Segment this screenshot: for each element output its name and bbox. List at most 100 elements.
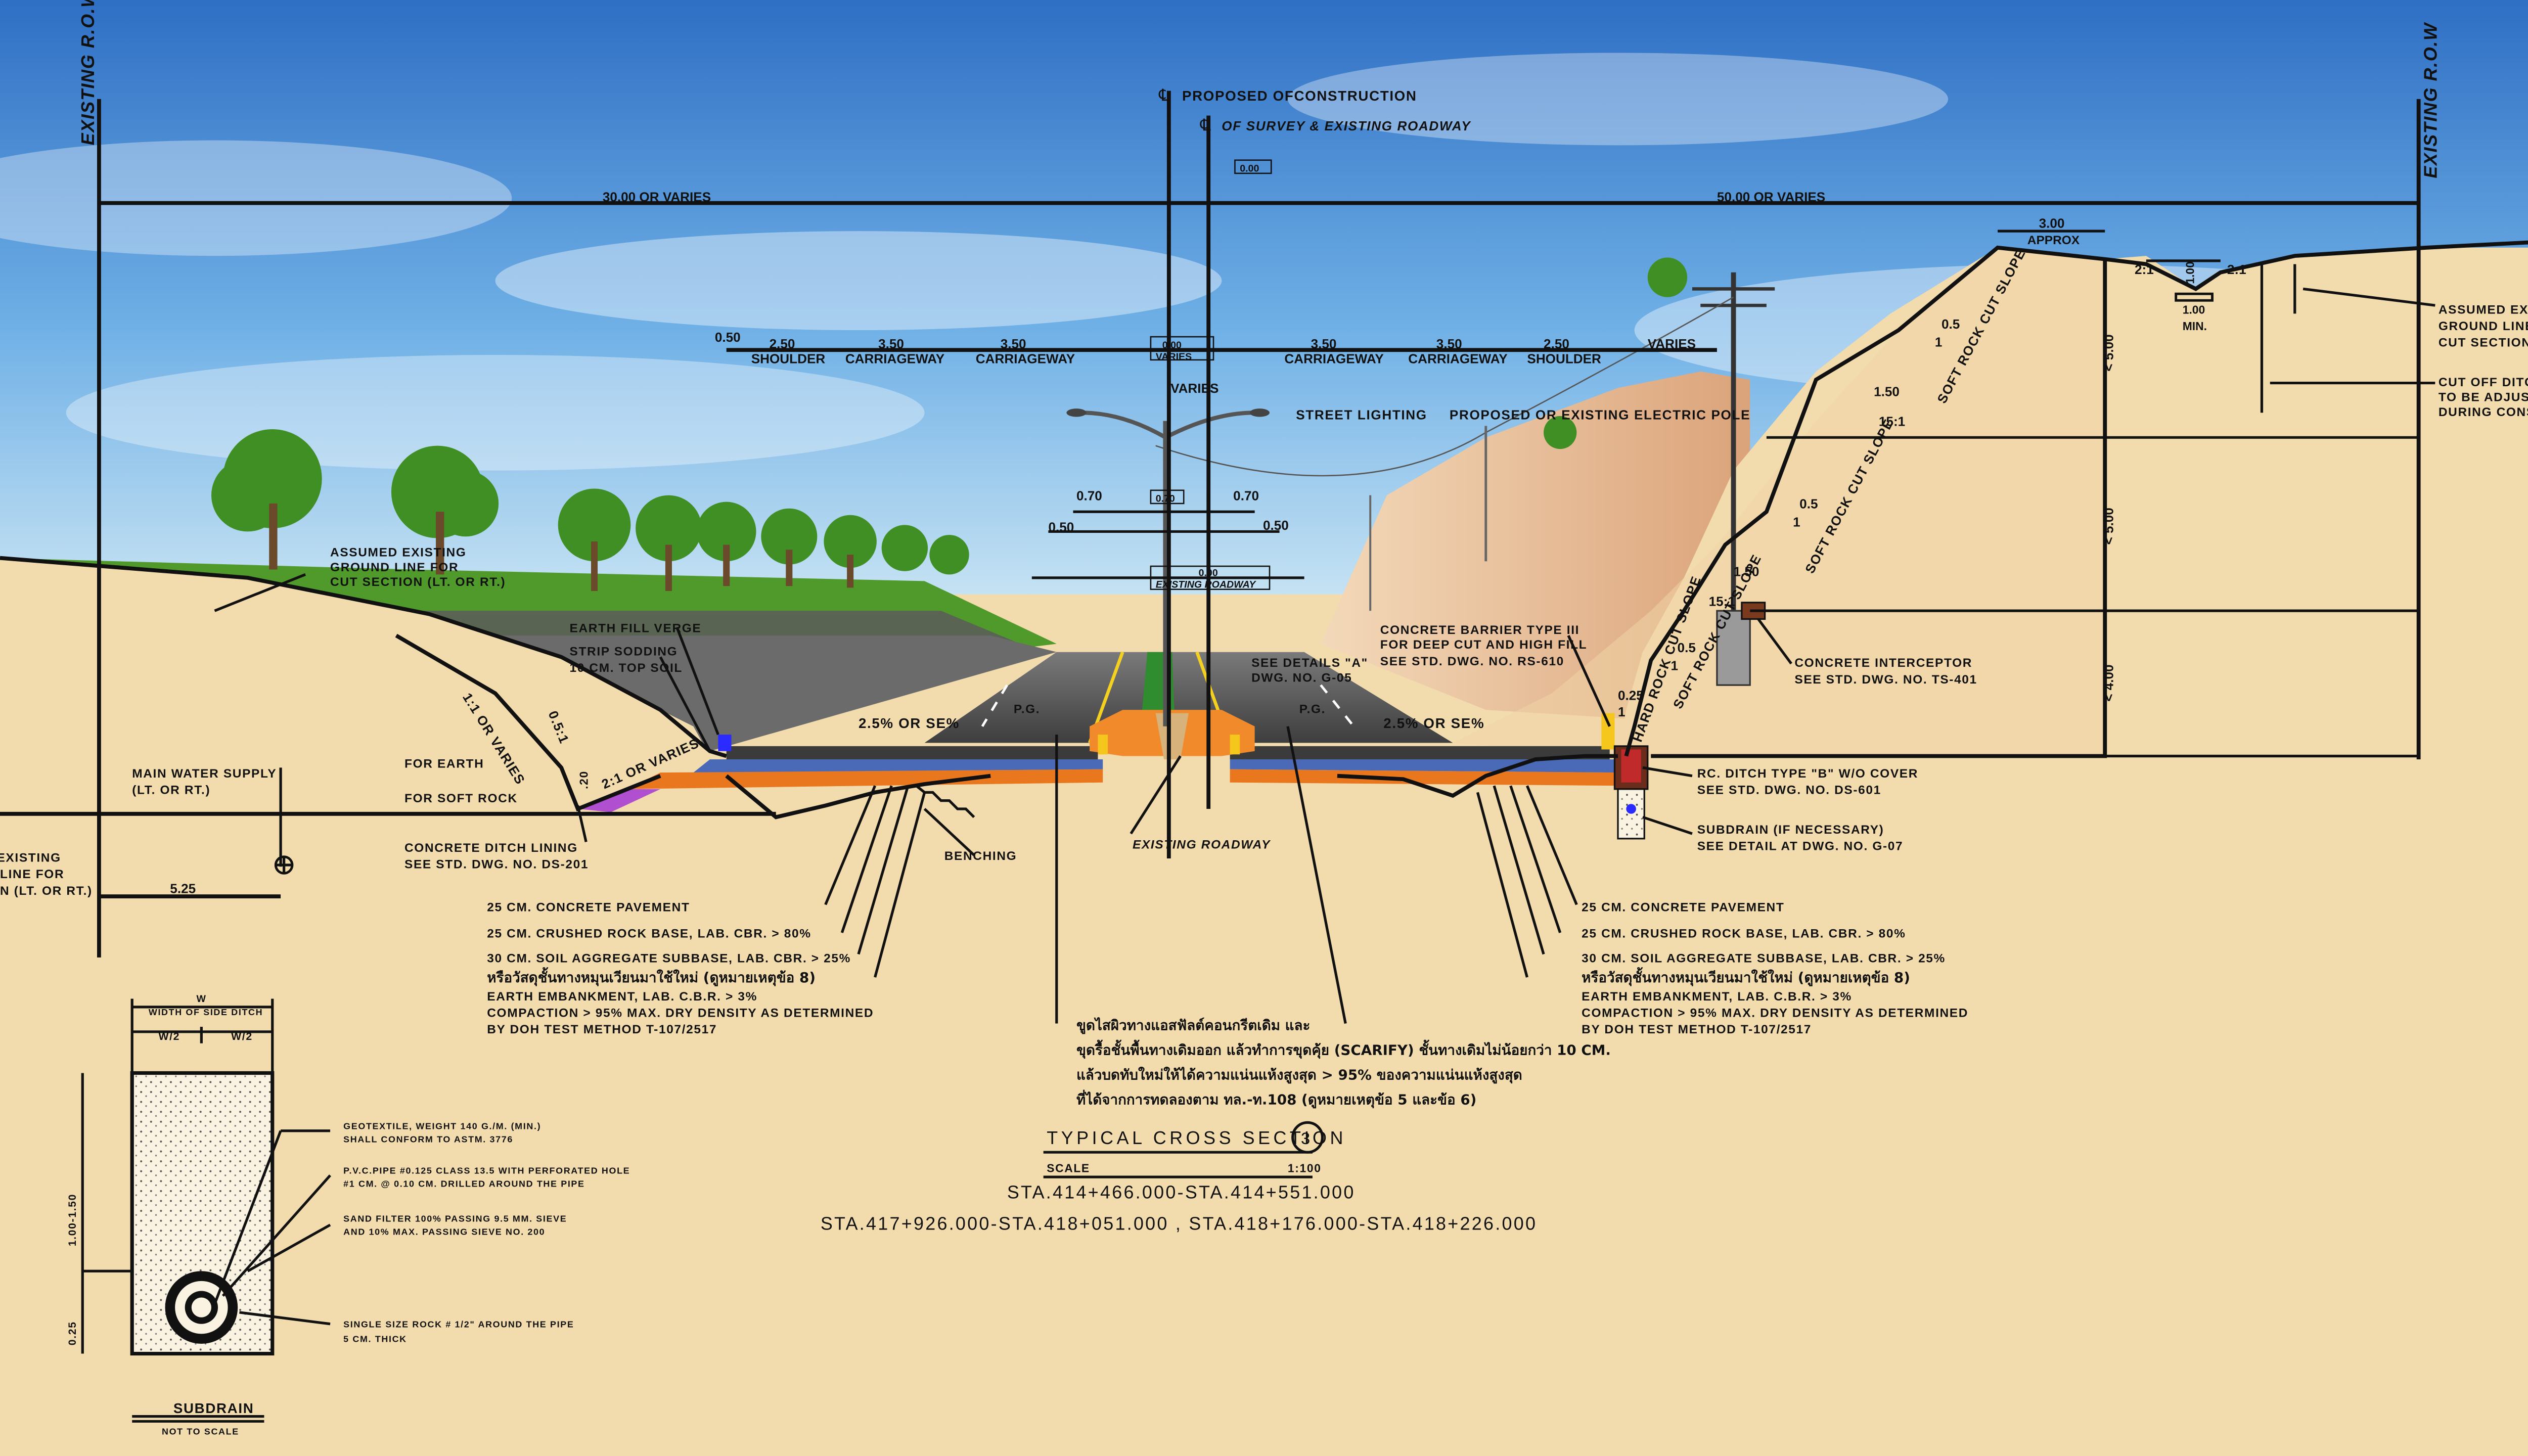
- pipe-1: P.V.C.PIPE #0.125 CLASS 13.5 WITH PERFOR…: [343, 1166, 630, 1176]
- details-a-2: DWG. NO. G-05: [1251, 671, 1352, 685]
- rc-ditch: [1613, 745, 1649, 840]
- layer-right-3: 30 CM. SOIL AGGREGATE SUBBASE, LAB. CBR.…: [1582, 952, 1946, 966]
- subdrain-bottom: 0.25: [67, 1321, 78, 1345]
- street-lighting-label: STREET LIGHTING: [1296, 407, 1427, 422]
- subdrain-note-2: SEE DETAIL AT DWG. NO. G-07: [1697, 840, 1904, 853]
- thai-note-3: แล้วบดทับใหม่ให้ได้ความแน่นแห้งสูงสุด > …: [1076, 1067, 1522, 1084]
- ground-profile: [0, 247, 2528, 1456]
- arm-left: 0.70: [1076, 488, 1102, 503]
- water-supply-1: MAIN WATER SUPPLY: [132, 767, 277, 781]
- cut-off-ditch-1: CUT OFF DITCH: [2439, 376, 2528, 389]
- subdrain-half-left: W/2: [158, 1031, 180, 1042]
- cl-symbol-2: ℄: [1200, 115, 1211, 134]
- cut-ratio-3: 0.5: [1678, 640, 1696, 655]
- sand-2: AND 10% MAX. PASSING SIEVE NO. 200: [343, 1226, 545, 1237]
- left-crossfall: 2.5% OR SE%: [859, 715, 960, 731]
- layer-right-2: 25 CM. CRUSHED ROCK BASE, LAB. CBR. > 80…: [1582, 927, 1906, 941]
- rock-1: SINGLE SIZE ROCK # 1/2" AROUND THE PIPE: [343, 1319, 574, 1329]
- slope-21b: 2:1: [2227, 262, 2246, 277]
- for-soft-rock: FOR SOFT ROCK: [404, 792, 518, 805]
- lane-right-0-name: CARRIAGEWAY: [1284, 351, 1383, 366]
- row-left-width: 30.00 OR VARIES: [603, 189, 711, 204]
- barrier-3: SEE STD. DWG. NO. RS-610: [1380, 655, 1564, 668]
- layer-left-3: 30 CM. SOIL AGGREGATE SUBBASE, LAB. CBR.…: [487, 952, 851, 966]
- lane-left-2-name: CARRIAGEWAY: [976, 351, 1075, 366]
- varies-label: VARIES: [1170, 381, 1218, 396]
- lane-widths: 0.50 2.50 SHOULDER 3.50 CARRIAGEWAY 3.50…: [715, 330, 1696, 396]
- right-crossfall: 2.5% OR SE%: [1383, 715, 1484, 731]
- lane-right-0-width: 3.50: [1311, 336, 1337, 351]
- centerline-labels: PROPOSED OFCONSTRUCTION OF SURVEY & EXIS…: [1158, 85, 1471, 174]
- right-assumed-ground-3: CUT SECTION (LT. OR RT.): [2439, 336, 2528, 350]
- left-assumed-ground-3: CUT SECTION (LT. OR RT.): [330, 575, 506, 589]
- height-3: < 4.00: [2101, 664, 2116, 701]
- lane-left-2-width: 3.50: [1001, 336, 1026, 351]
- height-2: < 5.00: [2101, 508, 2116, 544]
- section-title-text: TYPICAL CROSS SECTION: [1047, 1127, 1346, 1148]
- existing-tag: EXISTING ROADWAY: [1156, 579, 1257, 590]
- subdrain-height: 1.00-1.50: [67, 1194, 78, 1246]
- cut-ratio-3-one: 1: [1671, 658, 1678, 673]
- thai-note-1: ขูดไสผิวทางแอสฟัลต์คอนกรีตเดิม และ: [1076, 1017, 1311, 1034]
- ditch-min: MIN.: [2183, 320, 2207, 333]
- cut-ratio-1-one: 1: [1935, 335, 1943, 350]
- ditch-depth: 1.00: [2184, 261, 2197, 284]
- bench-2-slope: 15:1: [1709, 594, 1735, 609]
- offset-right: 0.50: [1263, 518, 1289, 533]
- details-a-1: SEE DETAILS "A": [1251, 656, 1368, 670]
- cut-ratio-hard-one: 1: [1618, 704, 1626, 719]
- existing-roadway-label: EXISTING ROADWAY: [1133, 838, 1271, 851]
- existing-left-2: LINE FOR: [0, 868, 64, 881]
- barrier-2: FOR DEEP CUT AND HIGH FILL: [1380, 638, 1587, 652]
- existing-tag-top: 0.00: [1199, 568, 1218, 579]
- subdrain-w: W: [197, 993, 207, 1005]
- subdrain-scale: NOT TO SCALE: [162, 1427, 239, 1437]
- pg-right: P.G.: [1299, 703, 1326, 716]
- rock-2: 5 CM. THICK: [343, 1334, 407, 1344]
- offset-left: 0.50: [1048, 519, 1074, 534]
- subdrain-width-label: WIDTH OF SIDE DITCH: [149, 1007, 263, 1017]
- cut-ratio-2-one: 1: [1793, 515, 1800, 530]
- strip-sodding-2: 10 CM. TOP SOIL: [570, 661, 683, 675]
- subdrain-title: SUBDRAIN: [173, 1400, 254, 1416]
- lane-left-1-width: 3.50: [878, 336, 904, 351]
- interceptor-1: CONCRETE INTERCEPTOR: [1794, 656, 1972, 670]
- lane-right-2-name: SHOULDER: [1527, 351, 1601, 366]
- ditch-width: 1.00: [2183, 303, 2205, 316]
- cl-offset-tag: 0.00: [1240, 163, 1259, 174]
- lane-left-0-width: 2.50: [770, 336, 795, 351]
- fill-depth: .20: [577, 770, 590, 789]
- layer-left-6: COMPACTION > 95% MAX. DRY DENSITY AS DET…: [487, 1006, 874, 1020]
- cl-construction-label: PROPOSED OFCONSTRUCTION: [1182, 88, 1417, 104]
- layer-left-4: หรือวัสดุชั้นทางหมุนเวียนมาใช้ใหม่ (ดูหม…: [487, 967, 816, 986]
- ditch-lining-1: CONCRETE DITCH LINING: [404, 841, 578, 855]
- bench-1: 1.50: [1874, 384, 1900, 399]
- lane-right-1-name: CARRIAGEWAY: [1408, 351, 1507, 366]
- lane-left-0-name: SHOULDER: [751, 351, 826, 366]
- interceptor-2: SEE STD. DWG. NO. TS-401: [1794, 673, 1977, 687]
- rc-ditch-1: RC. DITCH TYPE "B" W/O COVER: [1697, 767, 1918, 781]
- arm-right: 0.70: [1233, 488, 1259, 503]
- existing-left-1: EXISTING: [0, 851, 61, 864]
- center-notes: SEE DETAILS "A" DWG. NO. G-05 P.G. P.G. …: [1014, 656, 1368, 851]
- bench-2: 1.50: [1734, 564, 1759, 579]
- lane-right-1-width: 3.50: [1436, 336, 1462, 351]
- linework: [0, 90, 2528, 1024]
- benching-label: BENCHING: [944, 849, 1017, 863]
- electric-pole-label: PROPOSED OR EXISTING ELECTRIC POLE: [1450, 407, 1750, 422]
- slope-21a: 2:1: [2135, 262, 2154, 277]
- left-assumed-ground-1: ASSUMED EXISTING: [330, 545, 466, 559]
- layer-left-1: 25 CM. CONCRETE PAVEMENT: [487, 900, 690, 914]
- cut-ratio-hard: 0.25: [1618, 688, 1644, 703]
- existing-left-3: N (LT. OR RT.): [0, 884, 93, 898]
- subdrain-detail-labels: W WIDTH OF SIDE DITCH W/2 W/2 1.00-1.50 …: [67, 993, 630, 1437]
- subdrain-half-right: W/2: [231, 1031, 253, 1042]
- geotextile-2: SHALL CONFORM TO ASTM. 3776: [343, 1134, 513, 1145]
- cut-off-ditch-2: TO BE ADJUSTED: [2439, 390, 2528, 404]
- sand-1: SAND FILTER 100% PASSING 9.5 MM. SIEVE: [343, 1213, 567, 1223]
- water-supply-2: (LT. OR RT.): [132, 784, 210, 797]
- cl-survey-label: OF SURVEY & EXISTING ROADWAY: [1222, 118, 1471, 133]
- lane-left-1-name: CARRIAGEWAY: [845, 351, 944, 366]
- ditch-lining-2: SEE STD. DWG. NO. DS-201: [404, 858, 589, 872]
